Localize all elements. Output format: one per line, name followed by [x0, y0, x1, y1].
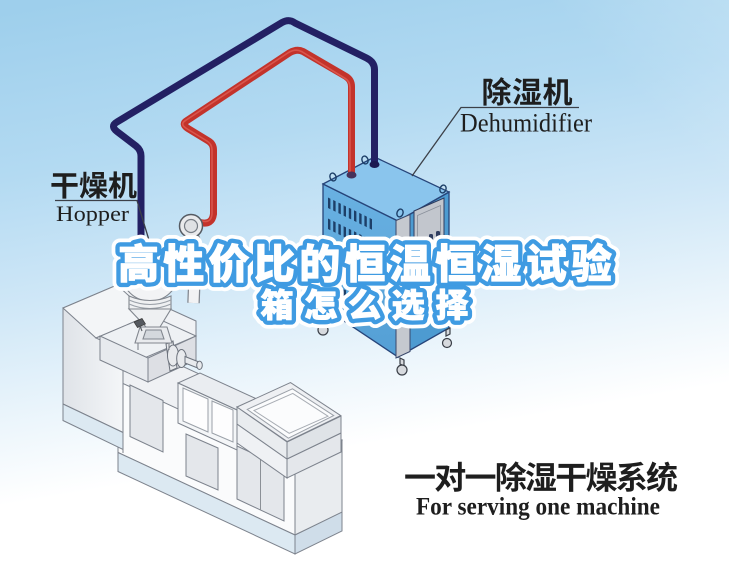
svg-text:Dehumidifier: Dehumidifier: [460, 109, 592, 138]
svg-text:高性价比的恒温恒湿试验: 高性价比的恒温恒湿试验: [118, 231, 612, 291]
svg-text:高性价比的恒温恒湿试验: 高性价比的恒温恒湿试验: [118, 231, 612, 291]
svg-text:干燥机: 干燥机: [50, 163, 137, 205]
svg-text:高性价比的恒温恒湿试验: 高性价比的恒温恒湿试验: [118, 231, 612, 291]
svg-text:一对一除湿干燥系统: 一对一除湿干燥系统: [404, 453, 678, 499]
svg-text:For serving one machine: For serving one machine: [416, 494, 660, 521]
svg-text:箱怎么选择: 箱怎么选择: [261, 279, 469, 327]
svg-text:箱怎么选择: 箱怎么选择: [261, 279, 469, 327]
svg-text:除湿机: 除湿机: [482, 68, 573, 112]
svg-text:箱怎么选择: 箱怎么选择: [261, 279, 469, 327]
svg-text:Hopper: Hopper: [56, 201, 130, 226]
